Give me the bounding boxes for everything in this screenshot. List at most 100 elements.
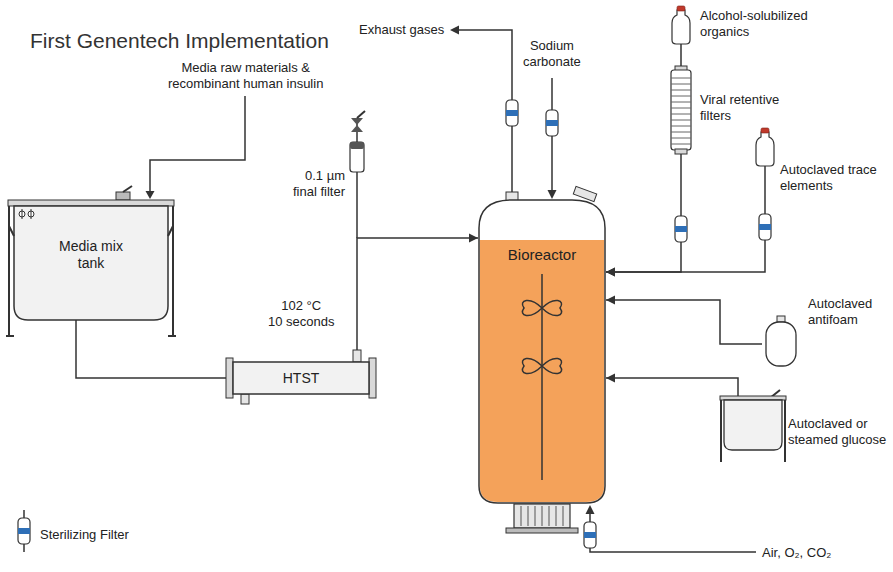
annotation-label: Air, O₂, CO₂ [762,545,831,561]
text-line: filters [700,108,779,124]
annotation-label: Exhaust gases [359,22,444,38]
arrow-head [606,268,615,277]
text-line: Exhaust gases [359,22,444,38]
node-label: Bioreactor [478,246,606,264]
text-line: antifoam [808,312,872,328]
node-shape [116,192,130,200]
gas-line [590,514,756,552]
node-shape [756,132,774,166]
annotation-label: Viral retentive filters [700,92,779,124]
node-shape [479,200,605,503]
flow-line [606,378,738,390]
bioreactor-vessel: Bioreactor [478,188,606,504]
node-shape [761,128,769,133]
final-filter [350,142,364,172]
node-label: Media mix tank [6,238,176,272]
node-shape [31,209,32,219]
feed-arrow [150,96,245,191]
gas-line [584,505,756,552]
node-shape [737,390,739,396]
node-shape [777,316,785,322]
viral-filter [671,78,691,144]
trace-bottle: Autoclaved trace elements [754,128,888,196]
node-shape [721,400,785,462]
node-shape [226,358,233,398]
text-line: Bioreactor [478,246,606,264]
mix-tank: Media mix tank [6,186,176,340]
final-filter [351,118,363,125]
node-shape [123,186,132,192]
text-line: organics [700,24,808,40]
viral-filter [675,149,687,154]
node-shape [541,274,543,480]
sterilizing-filter [506,100,518,126]
node-shape [680,44,682,46]
text-line: Viral retentive [700,92,779,108]
viral-filter [671,70,691,150]
text-line: 102 °C [268,298,335,314]
text-line: carbonate [523,54,581,70]
text-line: Autoclaved trace [780,162,877,178]
node-shape [6,206,176,336]
viral-filter [671,66,691,154]
reactor-drive [506,528,578,533]
flow-line [606,46,681,277]
reactor-drive [506,504,578,533]
node-shape [573,186,596,201]
exhaust-line [450,26,518,193]
text-line: HTST [226,370,376,387]
annotation-label: 0.1 µm final filter [293,168,345,200]
text-line: steamed glucose [788,432,886,448]
text-line: elements [780,178,877,194]
node-label: HTST [226,370,376,387]
text-line: Media mix [6,238,176,255]
node-shape [522,358,561,373]
organics-bottle: Alcohol-solubilized organics [668,6,828,46]
node-shape [672,10,690,44]
node-shape [75,320,77,340]
legend-label: Sterilizing Filter [40,527,129,543]
text-line: final filter [293,184,345,200]
sterilizing-filter [584,522,596,548]
text-line: tank [6,255,176,272]
node-shape [479,200,605,503]
exhaust-line [450,26,459,35]
flow-line [606,46,681,272]
text-line: Alcohol-solubilized [700,8,808,24]
text-line: 10 seconds [268,314,335,330]
arrow-head [606,374,615,383]
feed-arrow [146,96,246,199]
arrow-head [606,296,615,305]
text-line: Media raw materials & [168,60,323,76]
text-line: 0.1 µm [293,168,345,184]
node-shape [22,209,23,219]
text-line: Sterilizing Filter [40,527,129,543]
arrow-head [469,234,478,243]
node-shape [677,6,685,11]
final-filter [356,172,358,238]
sterilizing-filter [546,110,558,136]
final-filter [351,125,363,132]
flow-line [606,196,765,272]
node-label: Autoclaved antifoam [808,296,872,328]
carbonate-line [546,78,558,199]
node-shape [764,166,766,196]
diagram-title: First Genentech Implementation [30,28,329,53]
flow-line [357,234,478,351]
text-line: recombinant human insulin [168,76,323,92]
node-shape [478,188,606,504]
flow-line [76,340,226,378]
node-shape [241,394,249,404]
node-shape [766,322,796,366]
feed-arrow [146,191,155,199]
gas-line [586,505,595,514]
node-shape [522,300,561,315]
node-label: Alcohol-solubilized organics [700,8,808,40]
exhaust-line [458,30,512,192]
node-label: Autoclaved or steamed glucose [788,416,886,448]
node-shape [369,358,376,398]
arrow-head [606,268,615,277]
flow-line [606,296,762,345]
node-label: Autoclaved trace elements [780,162,877,194]
